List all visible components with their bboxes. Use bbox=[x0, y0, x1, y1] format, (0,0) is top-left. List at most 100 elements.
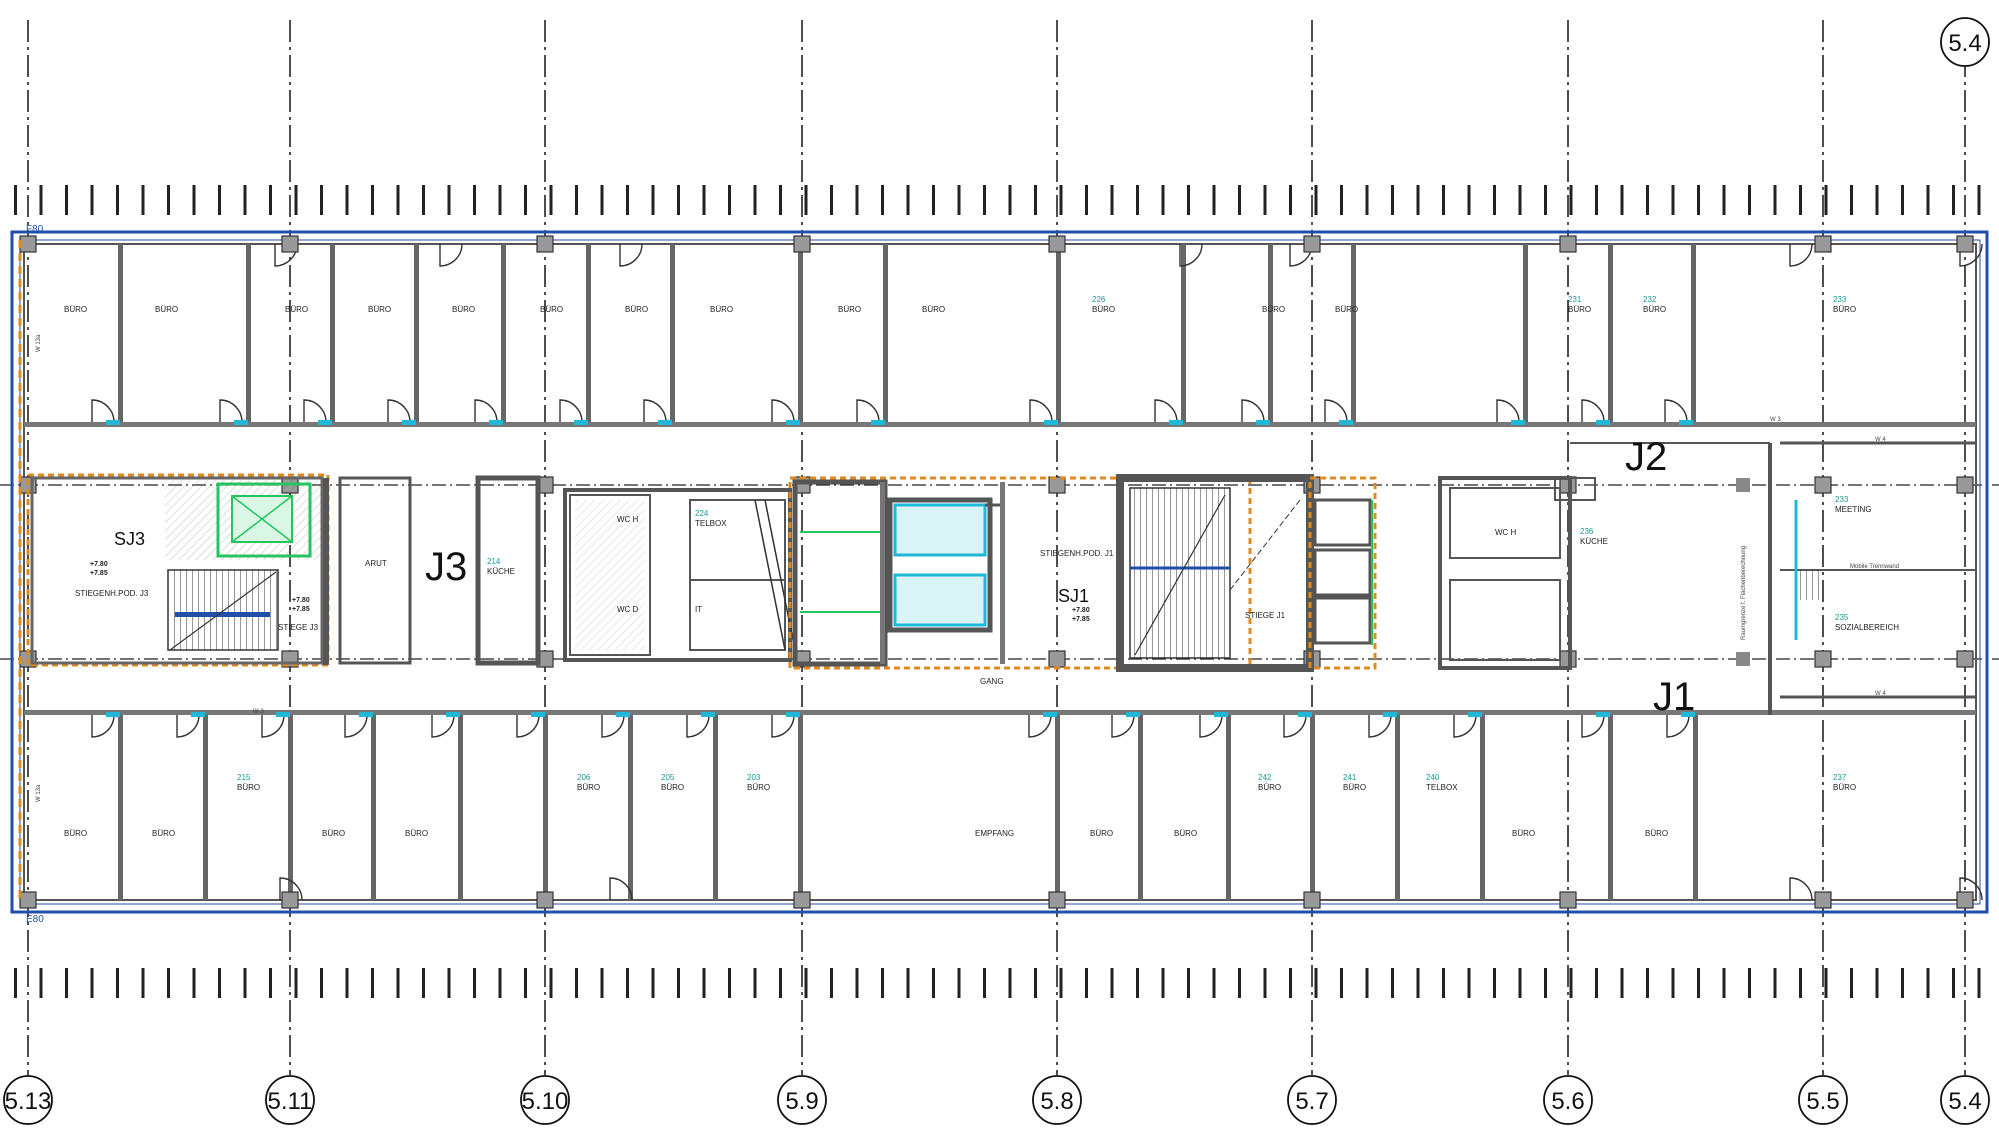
door-swing bbox=[1789, 243, 1813, 267]
room-name: BÜRO bbox=[237, 783, 260, 792]
dimension-tick bbox=[141, 185, 145, 215]
dimension-tick bbox=[1263, 968, 1267, 998]
dimension-tick bbox=[192, 968, 196, 998]
columns bbox=[19, 235, 1974, 909]
room-number: 241 bbox=[1343, 773, 1357, 782]
dimension-tick bbox=[498, 185, 502, 215]
wall-type-w4: W 4 bbox=[1875, 437, 1886, 443]
door-swing bbox=[1324, 399, 1348, 423]
partition-wall bbox=[203, 715, 208, 900]
partition-wall bbox=[713, 715, 718, 900]
partition-wall bbox=[1480, 715, 1485, 900]
dimension-tick bbox=[957, 968, 961, 998]
partition-wall bbox=[543, 715, 548, 900]
door-swing bbox=[1581, 714, 1605, 738]
room-number: 237 bbox=[1833, 773, 1847, 782]
dimension-ticks-bottom bbox=[14, 968, 1981, 998]
room-number: 233 bbox=[1833, 295, 1847, 304]
dimension-tick bbox=[804, 968, 808, 998]
dimension-tick bbox=[269, 185, 272, 215]
dimension-tick bbox=[906, 185, 910, 215]
column bbox=[793, 891, 811, 909]
room-label: WC H bbox=[1495, 528, 1517, 537]
room-number: 214 bbox=[487, 557, 501, 566]
room-number: 226 bbox=[1092, 295, 1106, 304]
dimension-tick bbox=[1161, 968, 1165, 998]
room-name: BÜRO bbox=[625, 305, 648, 314]
door-swing bbox=[1154, 399, 1178, 423]
dimension-tick bbox=[600, 185, 604, 215]
column bbox=[536, 235, 554, 253]
door-swing bbox=[1959, 243, 1983, 267]
dimension-tick bbox=[1136, 185, 1139, 215]
room-label: KÜCHE bbox=[487, 567, 515, 576]
dimension-tick bbox=[524, 185, 527, 215]
cyan-mark bbox=[234, 420, 248, 425]
partition-wall bbox=[1608, 715, 1613, 900]
dimension-tick bbox=[1544, 185, 1547, 215]
partition-wall bbox=[118, 244, 123, 422]
dimension-tick bbox=[1008, 968, 1012, 998]
dimension-tick bbox=[881, 185, 884, 215]
door-swing bbox=[771, 714, 795, 738]
dimension-tick bbox=[498, 968, 502, 998]
level-mark-upper: +7.80 bbox=[1072, 607, 1090, 614]
cyan-mark bbox=[1169, 420, 1183, 425]
core-center bbox=[475, 474, 1377, 672]
partition-wall bbox=[1691, 244, 1696, 422]
dimension-tick bbox=[39, 185, 43, 215]
column bbox=[1956, 235, 1974, 253]
room-name: BÜRO bbox=[1343, 783, 1366, 792]
cyan-mark bbox=[1339, 420, 1353, 425]
door-swing bbox=[303, 399, 327, 423]
partition-wall bbox=[798, 244, 803, 422]
facade-outline bbox=[10, 230, 1989, 914]
door-swing bbox=[1199, 714, 1223, 738]
edge-label-top: F80 bbox=[26, 224, 44, 235]
room-name: BÜRO bbox=[64, 305, 87, 314]
dimension-tick bbox=[294, 968, 298, 998]
room-number: 205 bbox=[661, 773, 675, 782]
axis-bubble bbox=[265, 1075, 315, 1125]
door-swing bbox=[619, 243, 643, 267]
partition-wall bbox=[1138, 715, 1143, 900]
dimension-tick bbox=[906, 968, 910, 998]
dimension-tick bbox=[1314, 968, 1318, 998]
dimension-tick bbox=[1467, 968, 1471, 998]
dimension-tick bbox=[932, 185, 935, 215]
dimension-tick bbox=[1212, 968, 1216, 998]
column bbox=[536, 891, 554, 909]
cyan-mark bbox=[106, 712, 120, 717]
room-number: 236 bbox=[1580, 527, 1594, 536]
dimension-tick bbox=[702, 968, 706, 998]
room-name: EMPFANG bbox=[975, 829, 1014, 838]
partition-wall bbox=[1226, 715, 1231, 900]
column bbox=[281, 235, 299, 253]
dimension-tick bbox=[677, 185, 680, 215]
dimension-tick bbox=[1850, 185, 1853, 215]
core-j3 bbox=[26, 473, 412, 667]
room-label: MEETING bbox=[1835, 505, 1871, 514]
dimension-tick bbox=[932, 968, 935, 998]
cyan-mark bbox=[1681, 712, 1695, 717]
door-swing bbox=[686, 714, 710, 738]
dimension-tick bbox=[90, 185, 94, 215]
dimension-tick bbox=[371, 185, 374, 215]
door-swing bbox=[1029, 399, 1053, 423]
dimension-tick bbox=[1263, 185, 1267, 215]
column bbox=[1956, 650, 1974, 668]
room-name: BÜRO bbox=[1174, 829, 1197, 838]
column bbox=[793, 235, 811, 253]
column bbox=[1814, 235, 1832, 253]
dimension-tick bbox=[1212, 185, 1216, 215]
dimension-tick bbox=[830, 968, 833, 998]
cyan-mark bbox=[871, 420, 885, 425]
dimension-tick bbox=[983, 185, 986, 215]
room-label: STIEGENH.POD. J3 bbox=[75, 589, 149, 598]
dimension-tick bbox=[396, 185, 400, 215]
room-name: BÜRO bbox=[1643, 305, 1666, 314]
dimension-tick bbox=[1187, 968, 1190, 998]
dimension-tick bbox=[1722, 185, 1726, 215]
